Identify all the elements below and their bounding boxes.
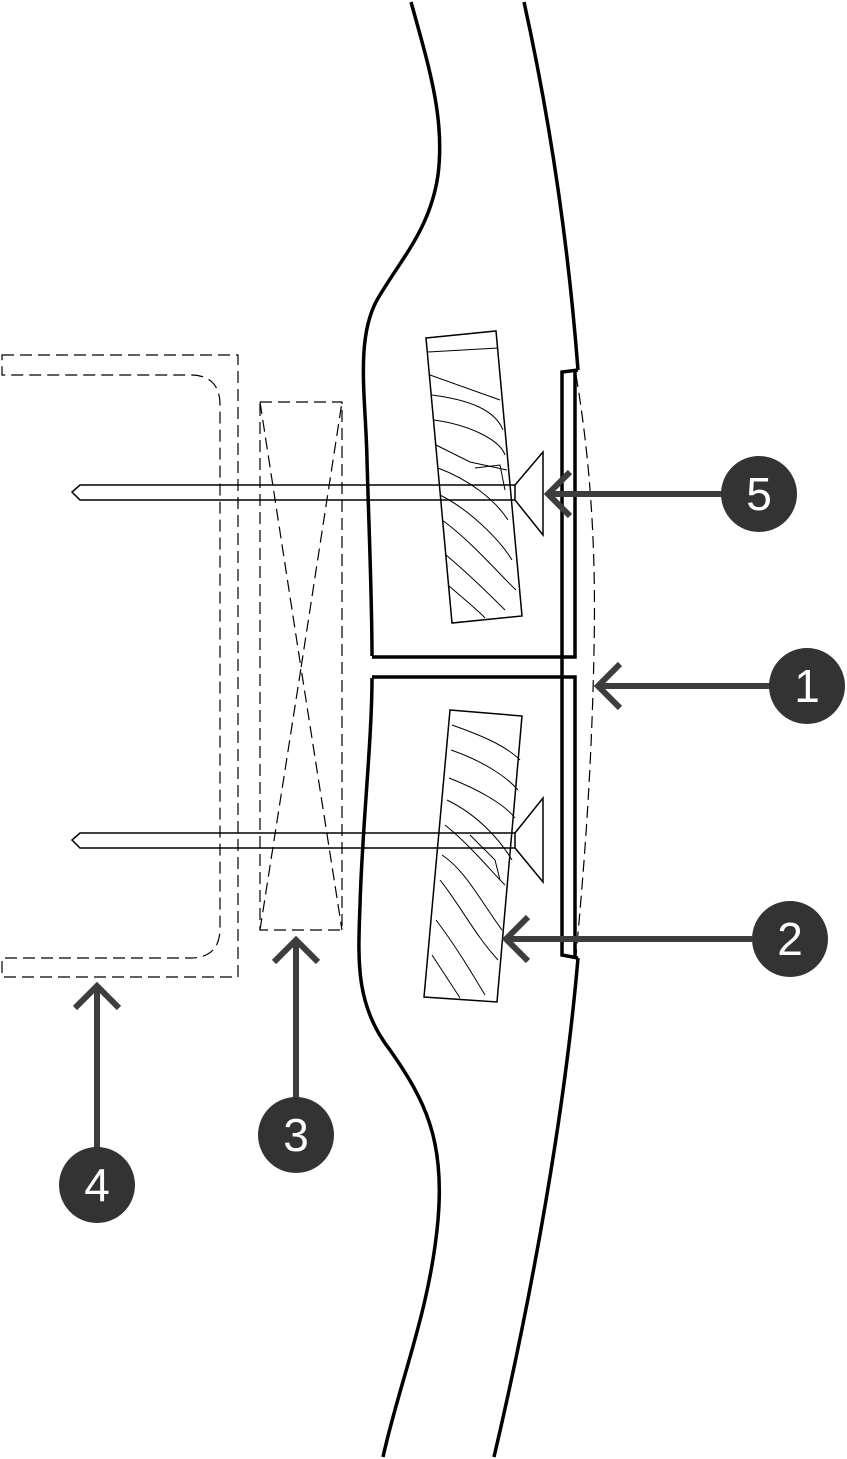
upper-screw <box>70 449 544 538</box>
callout-2-label: 2 <box>777 913 803 965</box>
callout-5: 5 <box>543 456 797 532</box>
dashed-bracket <box>1 354 239 978</box>
curved-profile-outer <box>357 1 580 1458</box>
callout-4: 4 <box>59 981 135 1223</box>
callout-1-label: 1 <box>794 660 820 712</box>
callout-5-label: 5 <box>746 468 772 520</box>
lower-wood-insert <box>423 709 523 1003</box>
callout-2: 2 <box>501 901 828 977</box>
lower-screw <box>70 795 544 885</box>
callout-4-label: 4 <box>84 1159 110 1211</box>
upper-wood-insert <box>425 330 523 624</box>
dashed-spacer-block <box>259 401 343 931</box>
callout-3-label: 3 <box>283 1109 309 1161</box>
callout-3: 3 <box>258 935 334 1173</box>
callout-1: 1 <box>593 648 845 724</box>
dashed-outer-edge <box>575 374 596 956</box>
